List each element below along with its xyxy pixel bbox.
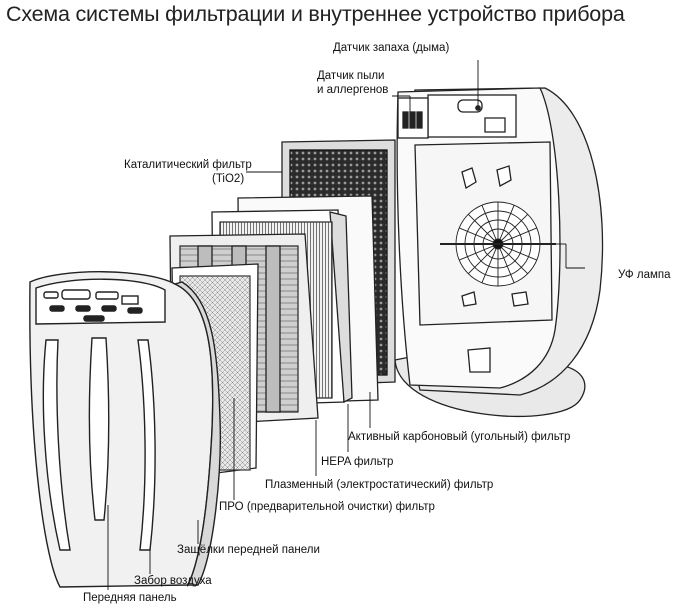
label-dust-sensor-line2: и аллергенов: [317, 84, 389, 96]
uv-grille-spoke: [481, 243, 499, 283]
uv-grille-spoke: [459, 227, 499, 245]
uv-grille-spoke: [467, 243, 499, 275]
uv-grille-spoke: [467, 213, 499, 245]
front-panel: [29, 271, 221, 588]
uv-grille-spoke: [497, 213, 529, 245]
label-uv-lamp: УФ лампа: [618, 269, 671, 281]
label-front-panel-latches: Защёлки передней панели: [177, 544, 320, 556]
leader-lines: [107, 60, 585, 590]
label-catalytic-filter-line1: Каталитический фильтр: [124, 159, 252, 171]
label-catalytic-filter-line2: (TiO2): [212, 173, 245, 185]
label-dust-sensor-line1: Датчик пыли: [317, 70, 385, 82]
label-hepa-filter: HEPA фильтр: [321, 456, 394, 468]
label-carbon-filter: Активный карбоновый (угольный) фильтр: [348, 431, 571, 443]
uv-grille-spoke: [497, 243, 537, 261]
uv-lamp: [440, 201, 556, 287]
uv-grille-spoke: [481, 205, 499, 245]
label-air-intake: Забор воздуха: [134, 575, 212, 587]
uv-grille-spoke: [497, 243, 515, 283]
label-front-panel: Передняя панель: [83, 592, 177, 604]
uv-grille-spoke: [497, 227, 537, 245]
diagram-title: Схема системы фильтрации и внутреннее ус…: [6, 2, 625, 26]
uv-grille-spoke: [459, 243, 499, 261]
label-smell-sensor: Датчик запаха (дыма): [333, 42, 450, 54]
uv-grille-spoke: [497, 243, 529, 275]
uv-grille-spoke: [497, 205, 515, 245]
label-plasma-filter: Плазменный (электростатический) фильтр: [265, 479, 494, 491]
label-pre-filter: ПРО (предварительной очистки) фильтр: [219, 501, 435, 513]
